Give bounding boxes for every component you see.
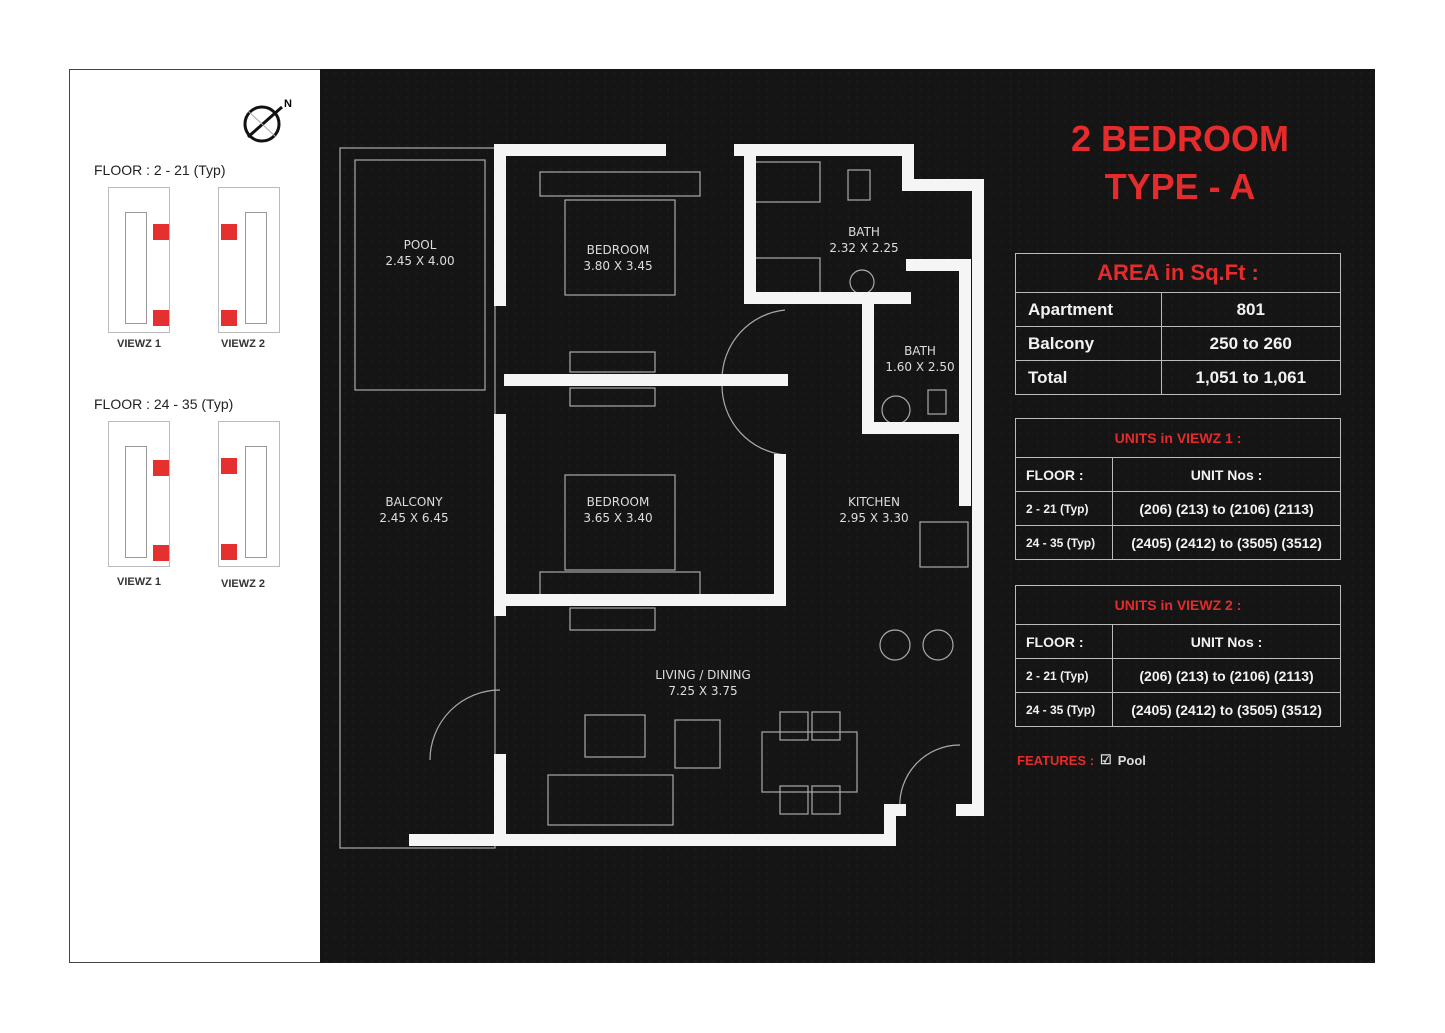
area-label: Balcony bbox=[1015, 326, 1162, 361]
units-column-header: UNIT Nos : bbox=[1112, 624, 1341, 659]
floor-cell: 24 - 35 (Typ) bbox=[1014, 692, 1114, 727]
thin-outlines bbox=[339, 147, 969, 849]
area-heading: AREA in Sq.Ft : bbox=[1015, 253, 1341, 293]
area-label: Apartment bbox=[1015, 292, 1162, 327]
svg-text:POOL: POOL bbox=[404, 238, 437, 252]
svg-text:BEDROOM: BEDROOM bbox=[587, 495, 650, 509]
units-cell: (2405) (2412) to (3505) (3512) bbox=[1112, 692, 1341, 727]
key-plan-viewz1-floor2 bbox=[108, 421, 170, 567]
units-cell: (206) (213) to (2106) (2113) bbox=[1112, 658, 1341, 693]
feature-pool: Pool bbox=[1117, 752, 1146, 768]
svg-text:2.45 X 6.45: 2.45 X 6.45 bbox=[379, 511, 448, 525]
floor-column-header: FLOOR : bbox=[1014, 624, 1114, 659]
area-value: 801 bbox=[1160, 292, 1342, 327]
viewz2-caption: VIEWZ 2 bbox=[221, 338, 266, 350]
floor-cell: 2 - 21 (Typ) bbox=[1014, 491, 1114, 526]
key-plan-viewz2-floor1 bbox=[218, 187, 280, 333]
area-label: Total bbox=[1015, 360, 1162, 395]
units-cell: (2405) (2412) to (3505) (3512) bbox=[1112, 525, 1341, 560]
table-row: 2 - 21 (Typ)(206) (213) to (2106) (2113) bbox=[1014, 491, 1341, 526]
viewz2-caption: VIEWZ 2 bbox=[221, 578, 266, 590]
viewz1-caption: VIEWZ 1 bbox=[117, 338, 162, 350]
svg-text:BATH: BATH bbox=[904, 344, 936, 358]
svg-text:N: N bbox=[284, 98, 292, 110]
svg-text:7.25 X 3.75: 7.25 X 3.75 bbox=[668, 684, 737, 698]
units-column-header: UNIT Nos : bbox=[1112, 457, 1341, 492]
area-value: 250 to 260 bbox=[1160, 326, 1342, 361]
svg-text:LIVING / DINING: LIVING / DINING bbox=[655, 668, 751, 682]
svg-text:3.80 X 3.45: 3.80 X 3.45 bbox=[583, 259, 652, 273]
viewz1-caption: VIEWZ 1 bbox=[117, 576, 162, 588]
floor-heading-2: FLOOR : 24 - 35 (Typ) bbox=[94, 396, 234, 412]
unit-title-line1: 2 BEDROOM bbox=[1070, 118, 1290, 159]
svg-text:2.95 X 3.30: 2.95 X 3.30 bbox=[839, 511, 908, 525]
svg-text:KITCHEN: KITCHEN bbox=[848, 495, 900, 509]
features-label: FEATURES : bbox=[1017, 752, 1095, 768]
units-viewz2-heading: UNITS in VIEWZ 2 : bbox=[1015, 585, 1341, 625]
svg-text:BEDROOM: BEDROOM bbox=[587, 243, 650, 257]
units-cell: (206) (213) to (2106) (2113) bbox=[1112, 491, 1341, 526]
table-header-row: FLOOR :UNIT Nos : bbox=[1014, 457, 1341, 492]
table-row: 24 - 35 (Typ)(2405) (2412) to (3505) (35… bbox=[1014, 692, 1341, 727]
floor-cell: 2 - 21 (Typ) bbox=[1014, 658, 1114, 693]
units-viewz2-table: UNITS in VIEWZ 2 : FLOOR :UNIT Nos : 2 -… bbox=[1014, 585, 1341, 727]
room-labels: POOL 2.45 X 4.00 BEDROOM 3.80 X 3.45 BATH 2… bbox=[379, 225, 954, 698]
key-plan-viewz2-floor2 bbox=[218, 421, 280, 567]
checkbox-checked-icon: ☑ bbox=[1100, 752, 1112, 767]
area-value: 1,051 to 1,061 bbox=[1160, 360, 1342, 395]
key-plan-viewz1-floor1 bbox=[108, 187, 170, 333]
unit-title-line2: TYPE - A bbox=[1104, 166, 1256, 207]
north-compass-icon: N bbox=[243, 98, 292, 143]
table-row: 24 - 35 (Typ)(2405) (2412) to (3505) (35… bbox=[1014, 525, 1341, 560]
features-line: FEATURES : ☑ Pool bbox=[1017, 752, 1146, 768]
svg-text:2.32 X 2.25: 2.32 X 2.25 bbox=[829, 241, 898, 255]
svg-text:2.45 X 4.00: 2.45 X 4.00 bbox=[385, 254, 454, 268]
table-row: 2 - 21 (Typ)(206) (213) to (2106) (2113) bbox=[1014, 658, 1341, 693]
table-header-row: FLOOR :UNIT Nos : bbox=[1014, 624, 1341, 659]
units-viewz1-table: UNITS in VIEWZ 1 : FLOOR :UNIT Nos : 2 -… bbox=[1014, 418, 1341, 560]
walls bbox=[409, 144, 984, 846]
floor-heading-1: FLOOR : 2 - 21 (Typ) bbox=[94, 162, 226, 178]
floor-column-header: FLOOR : bbox=[1014, 457, 1114, 492]
svg-text:BALCONY: BALCONY bbox=[385, 495, 443, 509]
svg-text:3.65 X 3.40: 3.65 X 3.40 bbox=[583, 511, 652, 525]
floor-cell: 24 - 35 (Typ) bbox=[1014, 525, 1114, 560]
svg-text:1.60 X 2.50: 1.60 X 2.50 bbox=[885, 360, 954, 374]
svg-text:BATH: BATH bbox=[848, 225, 880, 239]
units-viewz1-heading: UNITS in VIEWZ 1 : bbox=[1015, 418, 1341, 458]
